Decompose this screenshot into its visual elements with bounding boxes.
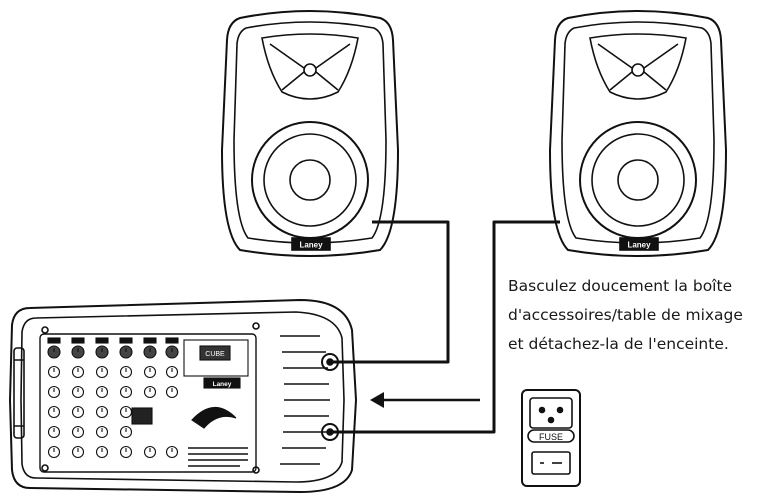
mixer-panel-brand: Laney <box>213 381 232 388</box>
channel-header <box>165 337 179 344</box>
right-speaker-cable <box>332 220 560 434</box>
mixer-knob <box>119 445 133 459</box>
caption-line-3: et détachez-la de l'enceinte. <box>508 335 729 353</box>
mixer-knob <box>47 385 61 399</box>
caption-line-2: d'accessoires/table de mixage <box>508 306 743 324</box>
left-speaker <box>220 10 400 257</box>
fuse-label: FUSE <box>539 432 563 442</box>
mixer-knob <box>71 405 85 419</box>
mixer-knob <box>71 425 85 439</box>
mixer-knob <box>95 385 109 399</box>
channel-header <box>95 337 109 344</box>
caption-line-1: Basculez doucement la boîte <box>508 277 733 295</box>
mixer-knob <box>143 365 157 379</box>
mixer-knob <box>165 365 179 379</box>
mixer-knob <box>47 365 61 379</box>
speaker-cables <box>332 220 560 434</box>
mixer-knob <box>95 405 109 419</box>
mixer-knob <box>165 385 179 399</box>
channel-header <box>47 337 61 344</box>
mixer-knob <box>119 425 133 439</box>
mixer-knob <box>47 445 61 459</box>
mixer-knob <box>71 365 85 379</box>
mixer-panel <box>39 333 257 473</box>
channel-header <box>71 337 85 344</box>
mixer-knob <box>95 425 109 439</box>
left-speaker-cable <box>332 220 450 364</box>
fuse-power-panel <box>521 389 581 487</box>
instruction-caption: Basculez doucement la boîte d'accessoire… <box>508 272 758 359</box>
left-speaker-brand: Laney <box>299 241 323 250</box>
mixer-knob <box>47 425 61 439</box>
right-speaker-brand: Laney <box>627 241 651 250</box>
mixer-knob <box>143 445 157 459</box>
power-switch <box>531 451 571 475</box>
mixer-knob <box>71 385 85 399</box>
mixer-knob <box>71 445 85 459</box>
direction-arrow <box>370 392 480 408</box>
mixer-knob <box>119 365 133 379</box>
mixer-knob <box>143 385 157 399</box>
channel-header <box>119 337 133 344</box>
right-speaker <box>548 10 728 257</box>
mixer-knob <box>47 405 61 419</box>
mixer-knob <box>119 385 133 399</box>
mixer-knob <box>95 445 109 459</box>
mixer-knob <box>95 365 109 379</box>
mixer-knob <box>165 445 179 459</box>
channel-header <box>143 337 157 344</box>
mixer-cabinet <box>8 298 358 494</box>
mixer-display-label: CUBE <box>205 351 225 358</box>
